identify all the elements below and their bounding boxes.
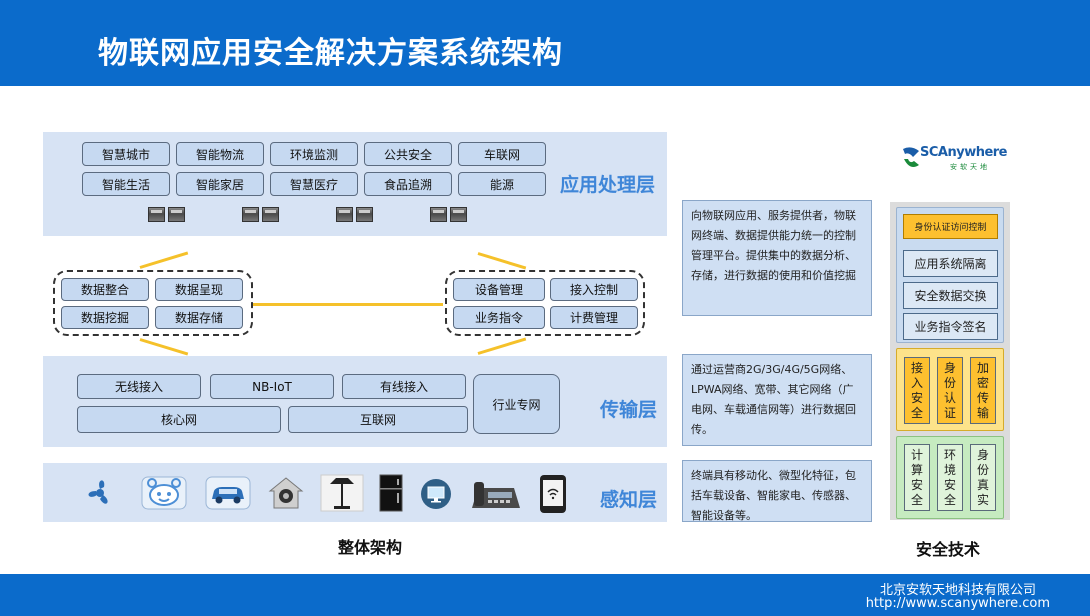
app-item: 智能家居 bbox=[176, 172, 264, 196]
transport-item: NB-IoT bbox=[210, 374, 334, 399]
server-icon bbox=[336, 207, 353, 222]
compute-security-box: 计算安全 bbox=[904, 444, 930, 511]
transport-item: 核心网 bbox=[77, 406, 281, 433]
fridge-icon bbox=[379, 474, 403, 512]
app-layer-description: 向物联网应用、服务提供者，物联网终端、数据提供能力统一的控制管理平台。提供集中的… bbox=[682, 200, 872, 316]
app-isolation-box: 应用系统隔离 bbox=[903, 250, 998, 277]
management-item: 接入控制 bbox=[550, 278, 638, 301]
server-icon bbox=[262, 207, 279, 222]
app-item: 食品追溯 bbox=[364, 172, 452, 196]
app-item: 智能生活 bbox=[82, 172, 170, 196]
overall-architecture-caption: 整体架构 bbox=[338, 538, 403, 557]
transport-item: 互联网 bbox=[288, 406, 468, 433]
connector-line bbox=[477, 252, 527, 270]
environment-security-box: 环境安全 bbox=[937, 444, 963, 511]
footer-bar: 北京安软天地科技有限公司 http://www.scanywhere.com bbox=[0, 574, 1090, 616]
app-item: 智慧医疗 bbox=[270, 172, 358, 196]
data-group-frame bbox=[53, 270, 253, 336]
lamp-icon bbox=[320, 474, 364, 512]
server-icon bbox=[430, 207, 447, 222]
connector-line bbox=[139, 338, 189, 356]
logo-brand-text: SCAnywhere bbox=[920, 145, 1008, 160]
app-item: 环境监测 bbox=[270, 142, 358, 166]
identity-authenticity-box: 身份真实 bbox=[970, 444, 996, 511]
connector-line bbox=[477, 337, 527, 355]
connector-line bbox=[253, 303, 443, 306]
management-item: 业务指令 bbox=[453, 306, 545, 329]
data-item: 数据整合 bbox=[61, 278, 149, 301]
smart-home-icon bbox=[268, 477, 304, 509]
app-item: 车联网 bbox=[458, 142, 546, 166]
encrypted-transport-box: 加密传输 bbox=[970, 357, 996, 424]
industry-network-box: 行业专网 bbox=[473, 374, 560, 434]
header-bar: 物联网应用安全解决方案系统架构 bbox=[0, 0, 1090, 86]
monitor-icon bbox=[421, 479, 451, 509]
app-item: 智能物流 bbox=[176, 142, 264, 166]
connector-line bbox=[139, 251, 189, 269]
robot-face-icon bbox=[141, 476, 187, 510]
app-item: 公共安全 bbox=[364, 142, 452, 166]
footer-company: 北京安软天地科技有限公司 bbox=[879, 583, 1036, 598]
telephone-icon bbox=[472, 482, 520, 508]
transport-item: 无线接入 bbox=[77, 374, 201, 399]
management-item: 计费管理 bbox=[550, 306, 638, 329]
data-item: 数据挖掘 bbox=[61, 306, 149, 329]
management-group-frame bbox=[445, 270, 645, 336]
logo-sub-text: 安软天地 bbox=[950, 163, 990, 171]
server-icon bbox=[356, 207, 373, 222]
smartphone-icon bbox=[540, 475, 566, 513]
sensing-layer-description: 终端具有移动化、微型化特征，包括车载设备、智能家电、传感器、智能设备等。 bbox=[682, 460, 872, 522]
transport-item: 有线接入 bbox=[342, 374, 466, 399]
app-item: 智慧城市 bbox=[82, 142, 170, 166]
logo-mark-icon bbox=[903, 147, 919, 167]
transport-layer-band bbox=[43, 356, 667, 447]
command-signing-box: 业务指令签名 bbox=[903, 313, 998, 340]
access-security-box: 接入安全 bbox=[904, 357, 930, 424]
secure-data-exchange-box: 安全数据交换 bbox=[903, 282, 998, 309]
scanywhere-logo: SCAnywhere 安软天地 bbox=[900, 143, 1008, 173]
identity-auth-box: 身份认证 bbox=[937, 357, 963, 424]
application-layer-label: 应用处理层 bbox=[560, 174, 656, 196]
data-item: 数据呈现 bbox=[155, 278, 243, 301]
transport-layer-label: 传输层 bbox=[600, 399, 658, 421]
transport-layer-description: 通过运营商2G/3G/4G/5G网络、LPWA网络、宽带、其它网络（广电网、车载… bbox=[682, 354, 872, 446]
car-icon bbox=[205, 476, 251, 510]
server-icon bbox=[242, 207, 259, 222]
fan-icon bbox=[88, 480, 108, 504]
management-item: 设备管理 bbox=[453, 278, 545, 301]
footer-url[interactable]: http://www.scanywhere.com bbox=[865, 596, 1050, 611]
data-item: 数据存储 bbox=[155, 306, 243, 329]
identity-access-control-box: 身份认证访问控制 bbox=[903, 214, 998, 239]
server-icon bbox=[168, 207, 185, 222]
page-title: 物联网应用安全解决方案系统架构 bbox=[98, 36, 563, 71]
server-icon bbox=[450, 207, 467, 222]
security-technology-caption: 安全技术 bbox=[916, 540, 981, 559]
app-item: 能源 bbox=[458, 172, 546, 196]
sensing-layer-label: 感知层 bbox=[600, 489, 658, 511]
server-icon bbox=[148, 207, 165, 222]
